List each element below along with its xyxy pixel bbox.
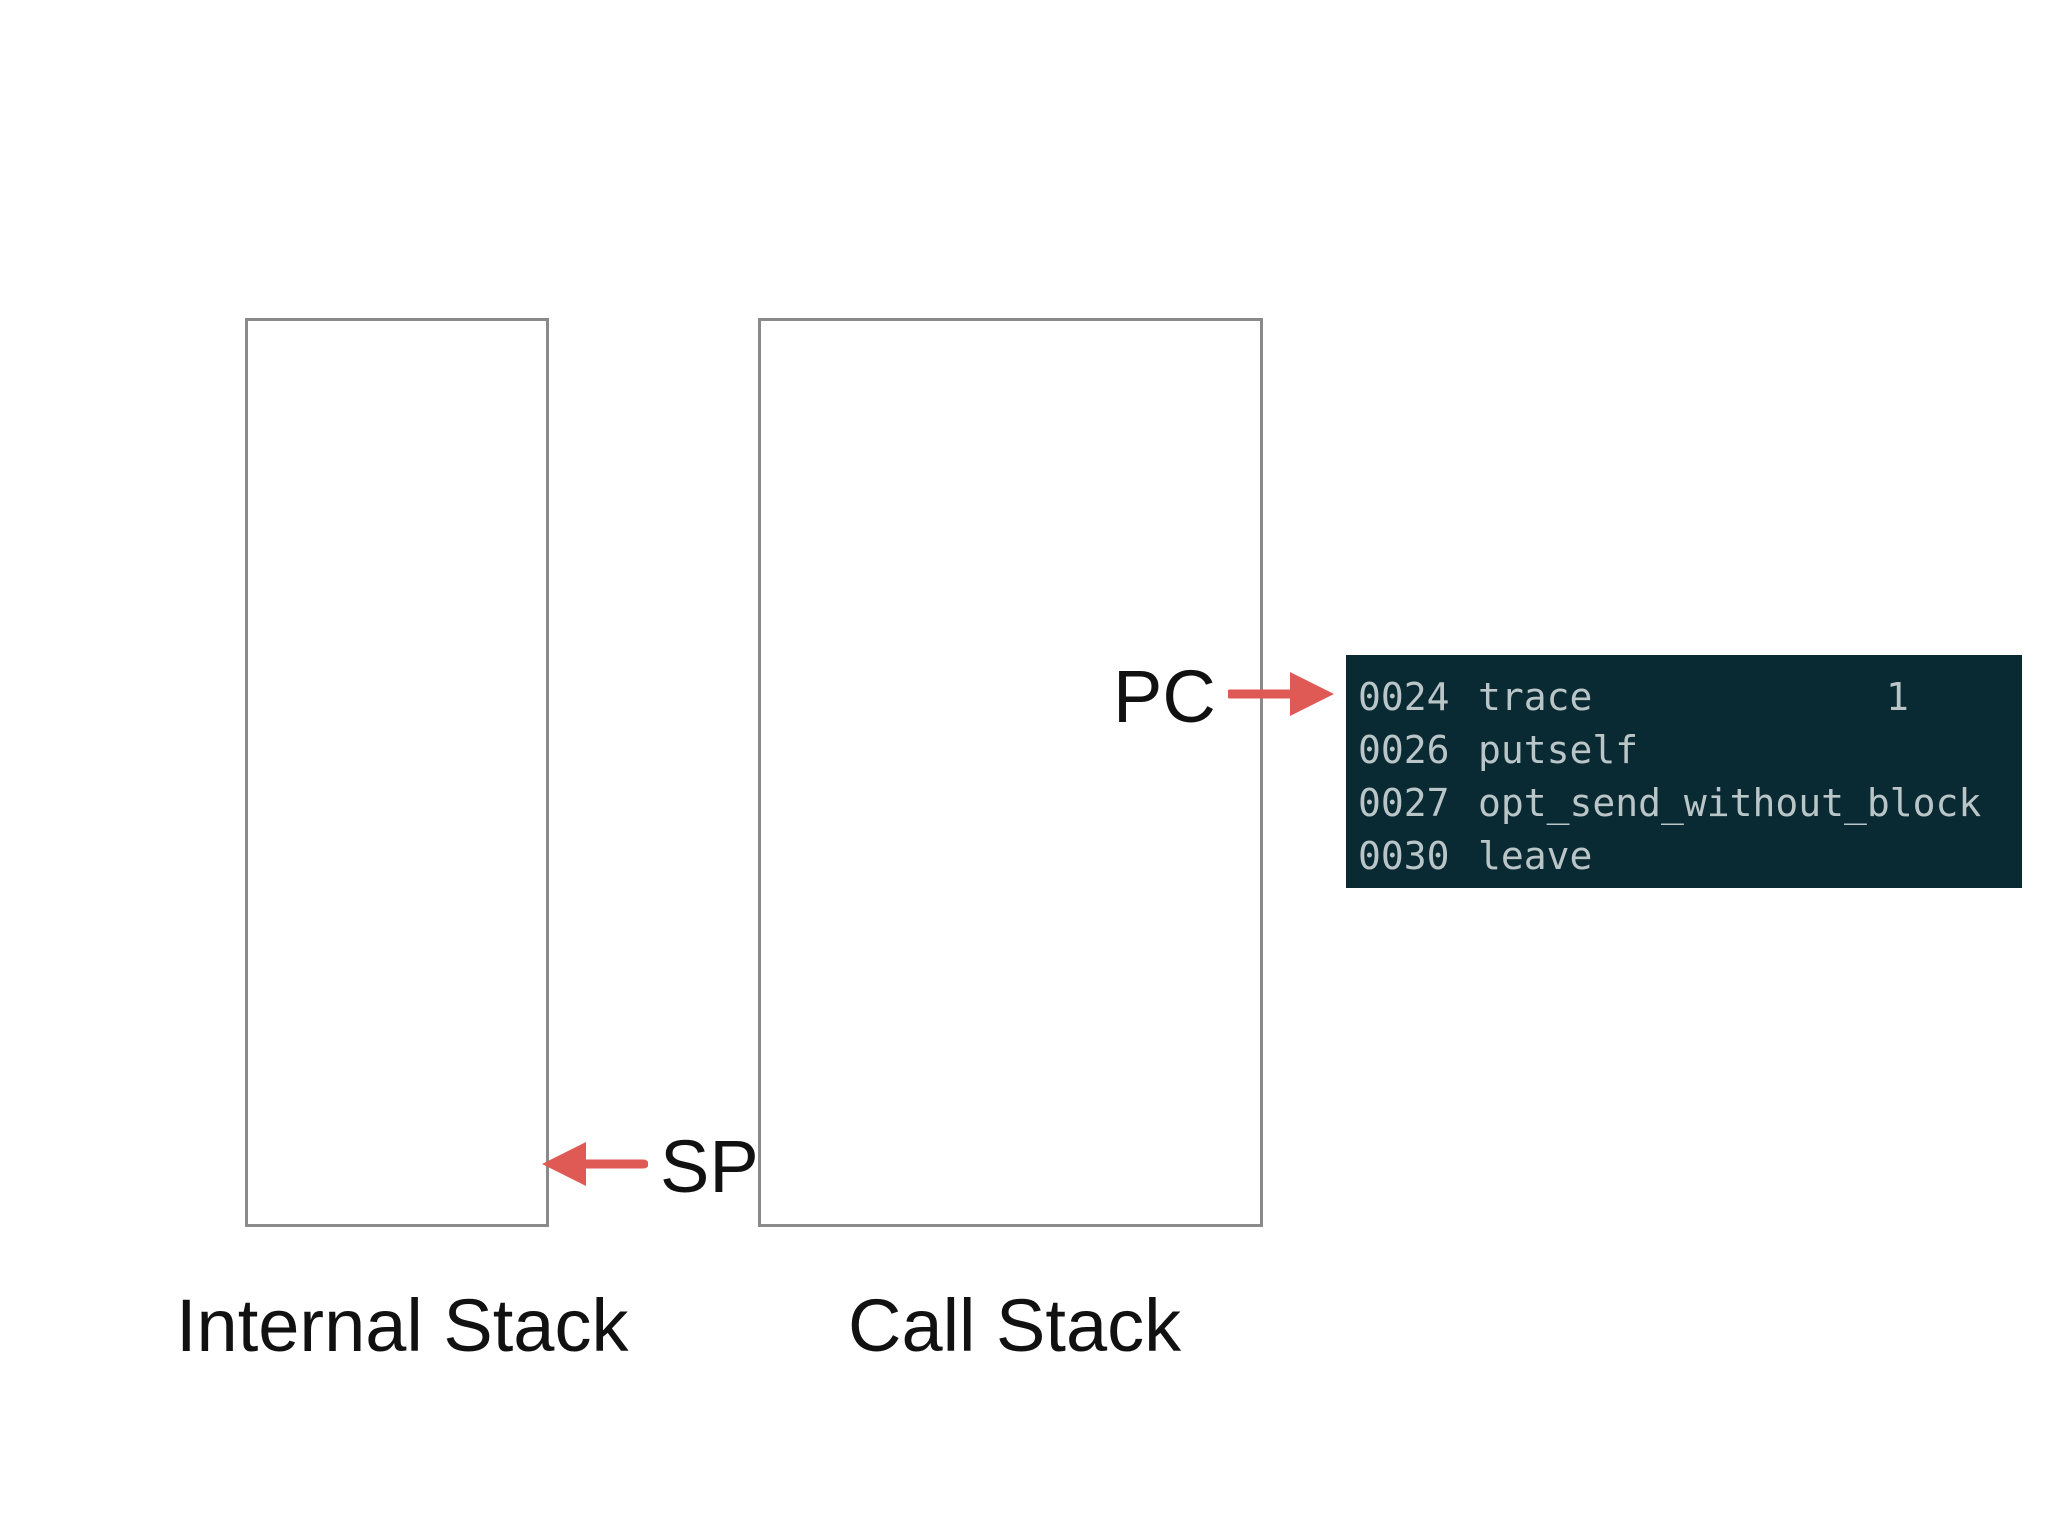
sp-label: SP	[660, 1125, 759, 1208]
code-address: 0026	[1358, 728, 1450, 772]
code-address: 0024	[1358, 675, 1450, 719]
sp-arrow-left-icon	[542, 1142, 648, 1186]
code-address: 0027	[1358, 781, 1450, 825]
code-line: 0024 trace 1	[1358, 671, 2022, 724]
call-stack-box	[758, 318, 1263, 1227]
code-line: 0030 leave	[1358, 830, 2022, 883]
bytecode-panel: 0024 trace 1 0026 putself 0027 opt_send_with…	[1346, 655, 2022, 888]
internal-stack-box	[245, 318, 549, 1227]
code-instruction: leave	[1478, 834, 1593, 878]
code-line: 0027 opt_send_without_block	[1358, 777, 2022, 830]
internal-stack-label: Internal Stack	[176, 1284, 629, 1367]
code-instruction: putself	[1478, 728, 1639, 772]
code-instruction: trace	[1478, 675, 1593, 719]
code-address: 0030	[1358, 834, 1450, 878]
pc-label: PC	[1113, 655, 1216, 738]
pc-arrow-right-icon	[1228, 672, 1334, 716]
code-instruction: opt_send_without_block	[1478, 781, 1982, 825]
code-argument: 1	[1886, 675, 1909, 719]
code-line: 0026 putself	[1358, 724, 2022, 777]
call-stack-label: Call Stack	[848, 1284, 1182, 1367]
